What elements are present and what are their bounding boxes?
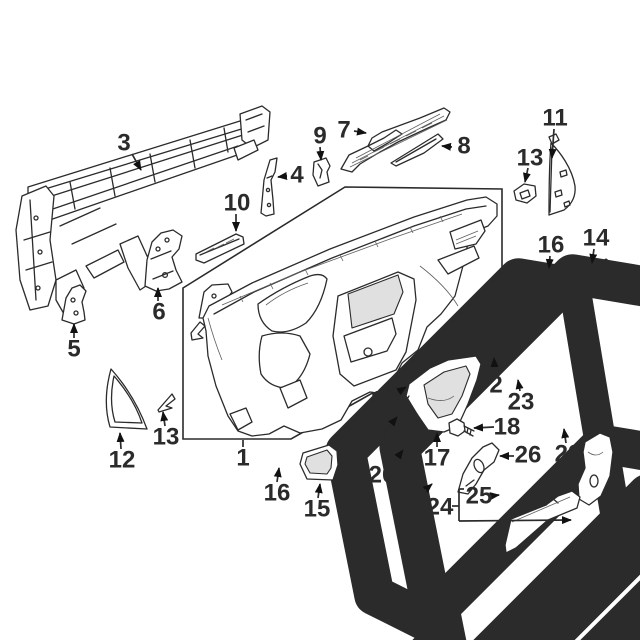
part-12-side-trim-art	[105, 368, 148, 430]
callout-label-23-13: 23	[508, 389, 535, 416]
part-17-cluster-bezel-art	[403, 355, 482, 433]
callout-arrow-15-24	[314, 483, 323, 499]
part-8-trim-art	[390, 133, 444, 167]
part-1-dashboard-assembly	[182, 186, 640, 640]
callout-label-2-12: 2	[489, 372, 502, 399]
callout-arrow-16-23	[273, 467, 282, 483]
callout-label-11-5: 11	[542, 105, 567, 132]
part-15-cover-art	[299, 444, 339, 481]
callout-label-19-17: 19	[371, 387, 398, 414]
dash-wedge-clip	[190, 321, 206, 341]
part-13-clip-top-art	[513, 183, 537, 204]
callout-label-15-24: 15	[304, 496, 331, 523]
callout-arrow-8-3	[441, 142, 453, 151]
callout-label-18-19: 18	[494, 414, 521, 441]
callout-arrow-7-2	[353, 127, 367, 136]
callout-label-1-16: 1	[236, 445, 249, 472]
callout-label-13-15: 13	[153, 424, 180, 451]
part-4-bracket-art	[260, 157, 278, 217]
part-7-defroster-grille-art	[340, 107, 451, 173]
part-18-screw-art	[448, 418, 475, 437]
callout-label-10-7: 10	[224, 190, 251, 217]
callout-label-5-11: 5	[67, 336, 80, 363]
part-13-clip-left-art	[157, 393, 176, 413]
callout-label-6-10: 6	[152, 299, 165, 326]
callout-arrow-13-15	[160, 411, 169, 427]
callout-arrow-21-18	[386, 416, 398, 430]
callout-label-20-25: 20	[369, 462, 396, 489]
callout-arrow-9-1	[316, 146, 325, 161]
part-5-bracket-art	[61, 284, 87, 325]
callout-label-22-22: 22	[555, 441, 582, 468]
callout-label-13-6: 13	[517, 145, 544, 172]
callout-arrow-4-4	[277, 172, 288, 180]
callout-label-24-27: 24	[427, 494, 454, 521]
callout-arrow-16-8	[545, 255, 554, 269]
callout-arrow-3-0	[131, 153, 142, 171]
part-26-bracket-art	[457, 442, 500, 495]
callout-arrow-11-5	[548, 128, 557, 159]
callout-arrow-22-22	[561, 428, 570, 444]
callout-label-4-4: 4	[290, 162, 304, 189]
callout-label-17-20: 17	[424, 445, 451, 472]
callout-label-27-26: 27	[401, 485, 428, 512]
callout-label-26-21: 26	[515, 442, 542, 469]
callout-label-14-9: 14	[583, 225, 610, 252]
part-9-clip-art	[312, 157, 331, 187]
callout-label-7-2: 7	[337, 117, 350, 144]
callout-arrow-27-26	[422, 483, 433, 493]
callout-label-12-14: 12	[109, 447, 136, 474]
part-24-lower-panel-art	[504, 432, 614, 554]
callout-arrow-23-13	[515, 379, 524, 392]
callout-arrow-13-6	[522, 167, 531, 183]
callout-arrow-12-14	[116, 432, 125, 450]
part-6-bracket-art	[144, 229, 183, 292]
callout-label-8-3: 8	[457, 133, 470, 160]
callout-label-9-1: 9	[313, 123, 326, 150]
callout-label-25-28: 25	[466, 483, 493, 510]
part-10-duct-art	[195, 233, 245, 264]
callout-label-3-0: 3	[117, 130, 130, 157]
part-11-pillar-trim-art	[548, 133, 576, 216]
callout-label-16-23: 16	[264, 480, 291, 507]
callout-arrow-14-9	[589, 248, 598, 264]
callout-label-16-8: 16	[538, 232, 565, 259]
callout-arrow-20-25	[390, 449, 404, 467]
callout-arrow-25-28	[489, 492, 500, 501]
callout-arrow-2-12	[490, 357, 499, 375]
leader-line-4	[458, 516, 572, 525]
callout-arrow-18-19	[473, 423, 495, 432]
callout-label-21-18: 21	[363, 424, 390, 451]
callout-arrow-19-17	[394, 386, 407, 396]
